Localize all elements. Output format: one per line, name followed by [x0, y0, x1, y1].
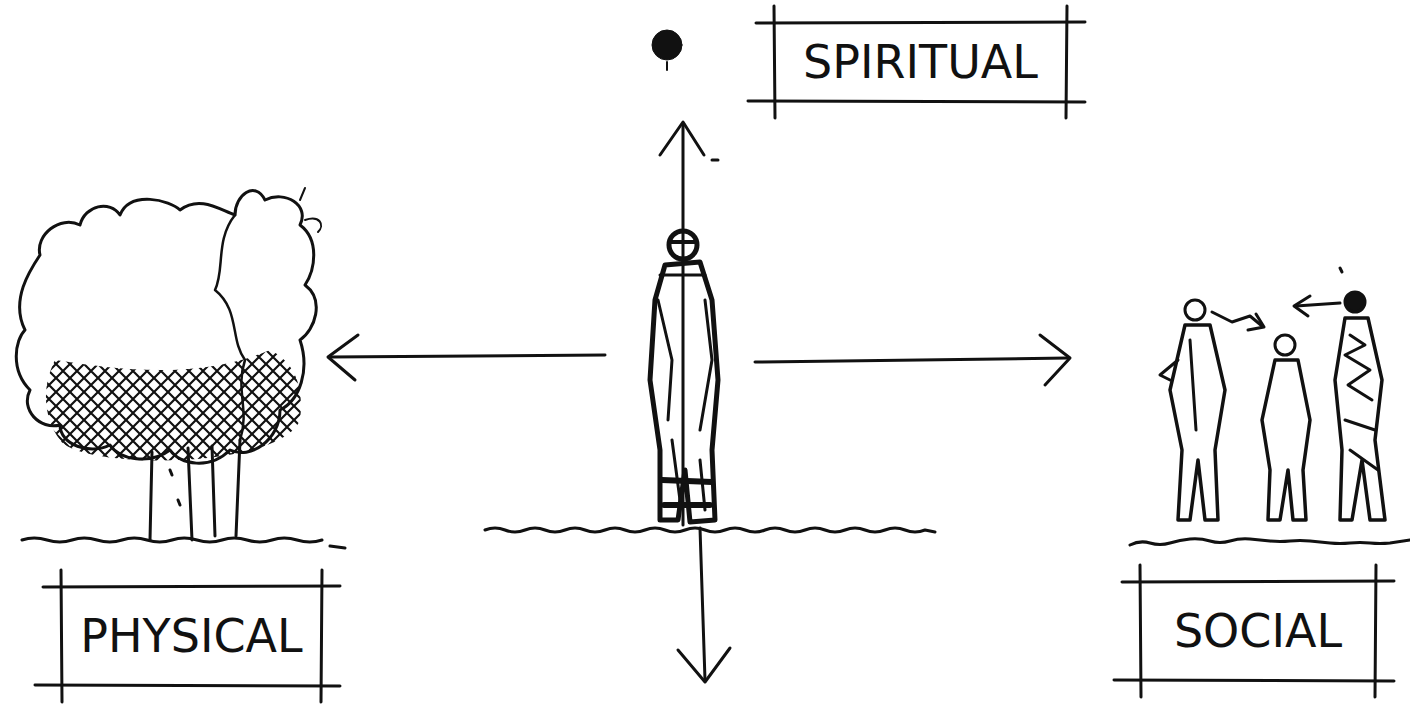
ground-line [22, 538, 345, 548]
sketch-tick [712, 159, 718, 162]
bracket-line [1140, 565, 1141, 697]
bracket-line [748, 101, 1085, 102]
label-box: SOCIAL [1134, 577, 1382, 685]
left-arrowhead [328, 335, 358, 380]
ground-line [1130, 539, 1410, 545]
ground-line [485, 528, 935, 532]
people-illustration [1160, 268, 1385, 520]
box-label: PHYSICAL [80, 611, 302, 662]
tree-illustration [16, 188, 321, 540]
left-arrow [330, 355, 605, 357]
box-label: SOCIAL [1174, 606, 1342, 657]
bracket-line [756, 22, 1085, 23]
bracket-line [321, 570, 322, 702]
right-arrowhead [1040, 335, 1070, 385]
down-arrowhead [678, 648, 730, 682]
label-box: PHYSICAL [55, 582, 328, 690]
up-arrowhead [660, 122, 704, 155]
bracket-line [61, 570, 62, 702]
spirit-dot [652, 30, 682, 60]
bracket-line [1122, 581, 1394, 582]
label-box: SPIRITUAL [768, 18, 1073, 106]
bracket-line [35, 685, 340, 686]
bracket-line [1066, 6, 1067, 118]
down-arrow [700, 528, 705, 680]
bracket-line [43, 586, 340, 587]
person-figure [650, 231, 718, 522]
bracket-line [774, 6, 775, 118]
box-label: SPIRITUAL [803, 37, 1038, 88]
up-arrow [682, 125, 685, 525]
right-arrow [755, 358, 1068, 362]
bracket-line [1375, 565, 1376, 697]
dot-tick [666, 62, 668, 70]
bracket-line [1114, 680, 1394, 681]
